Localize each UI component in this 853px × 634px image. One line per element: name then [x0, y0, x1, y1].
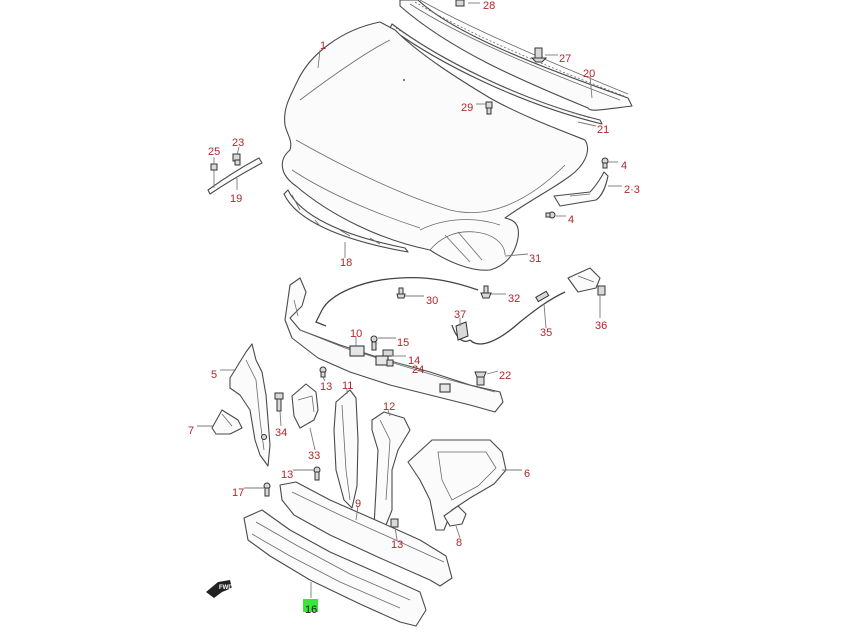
part-label-30[interactable]: 30: [426, 295, 438, 307]
upper-radiator-support-part[interactable]: [284, 277, 504, 413]
latch-assembly-part[interactable]: [274, 366, 327, 429]
part-label-37[interactable]: 37: [454, 309, 466, 321]
part-labels: 1 2·3 4 4 5 6 7 8 9 10 11 12 13 13 13 14 15 16 17 18 19 20 21 2…: [188, 0, 640, 616]
hood-seal-part[interactable]: [283, 189, 409, 253]
part-label-22[interactable]: 22: [499, 370, 511, 382]
cowl-panel-part[interactable]: [399, 0, 633, 111]
right-side-panel-part[interactable]: [407, 439, 507, 531]
part-label-27[interactable]: 27: [559, 53, 571, 65]
part-label-15[interactable]: 15: [397, 337, 409, 349]
part-label-8[interactable]: 8: [456, 537, 462, 549]
part-label-35[interactable]: 35: [540, 327, 552, 339]
part-label-5[interactable]: 5: [211, 369, 217, 381]
part-label-4a[interactable]: 4: [621, 160, 627, 172]
lower-radiator-support-part[interactable]: [263, 481, 453, 587]
part-label-9[interactable]: 9: [355, 498, 361, 510]
part-label-24[interactable]: 24: [412, 364, 424, 376]
forward-badge-text: FWD: [219, 585, 233, 591]
part-label-4b[interactable]: 4: [568, 214, 574, 226]
fastener-parts[interactable]: [396, 0, 548, 299]
part-label-1[interactable]: 1: [320, 40, 326, 52]
part-label-31[interactable]: 31: [529, 253, 541, 265]
left-side-member-part[interactable]: [229, 343, 271, 467]
right-bracket-part[interactable]: [443, 505, 467, 527]
part-label-11[interactable]: 11: [342, 380, 353, 392]
part-label-6[interactable]: 6: [524, 468, 530, 480]
part-label-13a[interactable]: 13: [320, 381, 332, 393]
leader-lines: [197, 2, 622, 598]
part-label-7[interactable]: 7: [188, 425, 194, 437]
part-label-21[interactable]: 21: [597, 124, 609, 136]
right-vertical-member-part[interactable]: [371, 411, 411, 531]
part-label-17[interactable]: 17: [232, 487, 244, 499]
part-label-16[interactable]: 16: [305, 604, 317, 616]
part-label-13b[interactable]: 13: [281, 469, 293, 481]
part-label-12[interactable]: 12: [383, 401, 395, 413]
part-label-20[interactable]: 20: [583, 68, 595, 80]
part-label-19[interactable]: 19: [230, 193, 242, 205]
hood-release-cable-part[interactable]: [315, 267, 606, 345]
part-label-2-3[interactable]: 2·3: [624, 184, 640, 196]
center-vertical-member-part[interactable]: [313, 389, 359, 509]
forward-arrow-icon: FWD: [206, 580, 233, 598]
hood-prop-rod-part[interactable]: [207, 153, 263, 195]
part-label-36[interactable]: 36: [595, 320, 607, 332]
cable-clip-part[interactable]: [455, 321, 469, 341]
part-label-34[interactable]: 34: [275, 427, 287, 439]
part-label-18[interactable]: 18: [340, 257, 352, 269]
bumper-reinforcement-part[interactable]: [243, 509, 427, 627]
left-bracket-part[interactable]: [211, 409, 243, 435]
hood-hinge-part[interactable]: [545, 157, 609, 219]
part-label-23[interactable]: 23: [232, 137, 244, 149]
part-label-14[interactable]: 14: [408, 355, 420, 367]
part-label-13c[interactable]: 13: [391, 539, 403, 551]
part-label-32[interactable]: 32: [508, 293, 520, 305]
cowl-seal-part[interactable]: [389, 23, 603, 125]
part-label-10[interactable]: 10: [350, 328, 362, 340]
part-label-33[interactable]: 33: [308, 450, 320, 462]
part-label-25[interactable]: 25: [208, 146, 220, 158]
highlight-box: [303, 599, 318, 612]
part-label-28[interactable]: 28: [483, 0, 495, 12]
part-label-29[interactable]: 29: [461, 102, 473, 114]
hood-part[interactable]: [281, 21, 589, 271]
